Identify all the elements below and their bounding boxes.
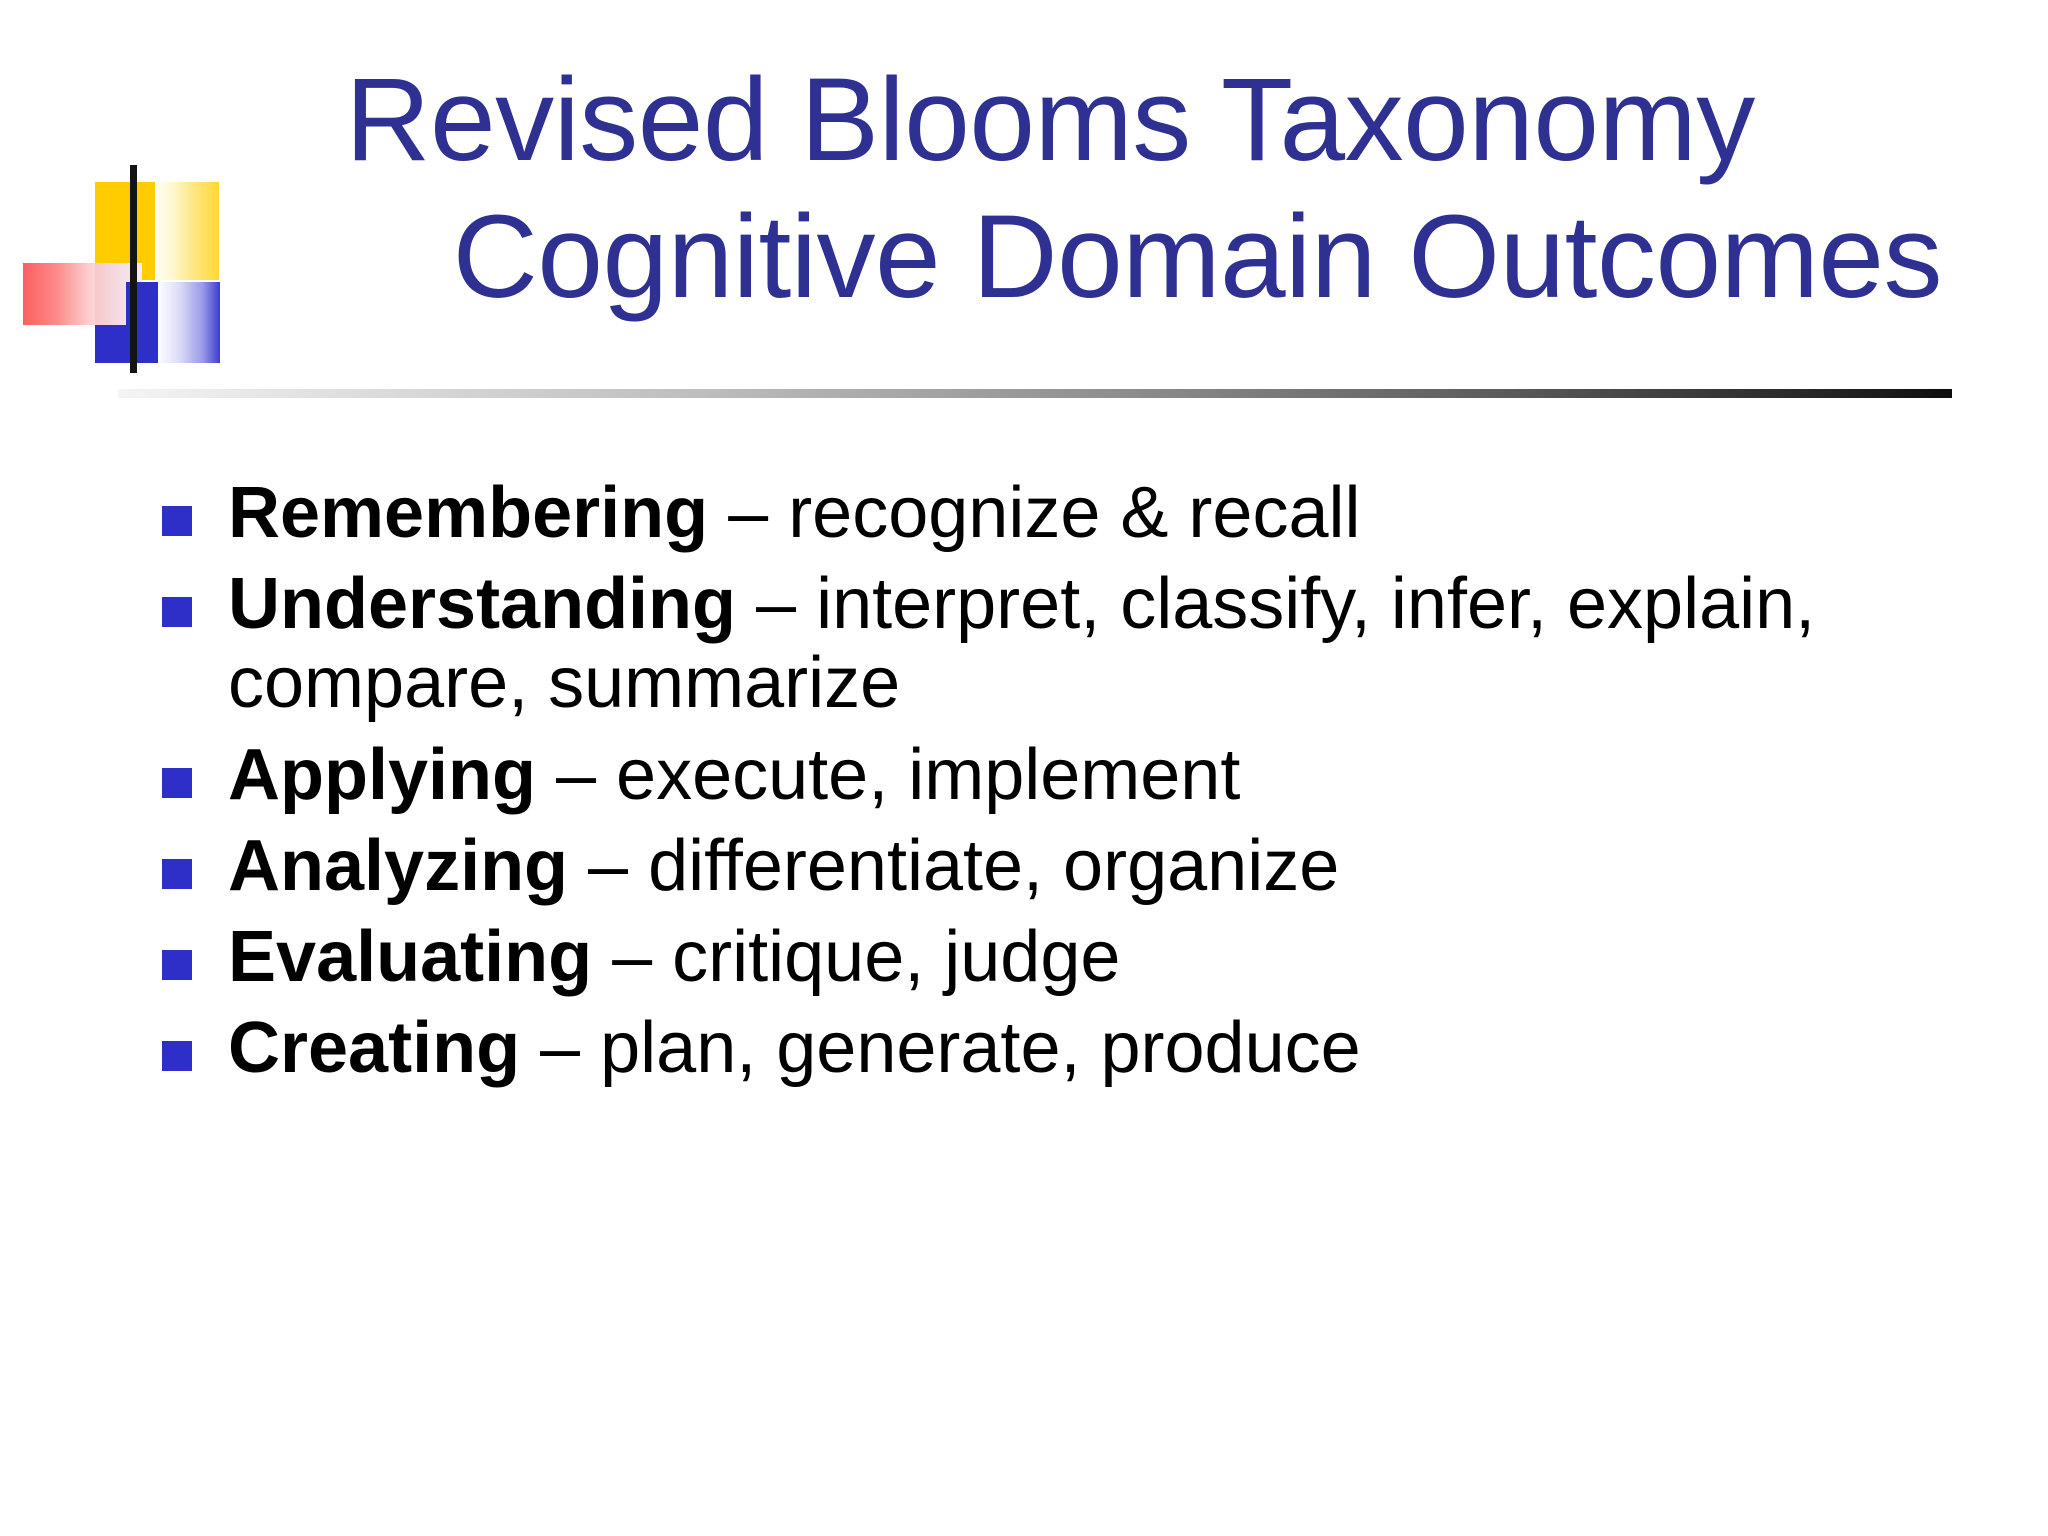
list-item-dash: – <box>520 1008 601 1089</box>
list-item-dash: – <box>535 734 617 815</box>
blue-square-lower-left-icon <box>95 325 126 363</box>
title-divider <box>118 389 1952 398</box>
bullet-list: Remembering – recognize & recall Underst… <box>150 473 2010 1100</box>
bullet-square-icon <box>162 1041 192 1072</box>
page-title: Revised Blooms Taxonomy Cognitive Domain… <box>150 52 1950 326</box>
bullet-square-icon <box>162 767 192 798</box>
list-item: Evaluating – critique, judge <box>150 916 2010 997</box>
list-item: Creating – plan, generate, produce <box>150 1009 2010 1088</box>
bullet-square-icon <box>162 597 192 628</box>
vertical-black-line-icon <box>130 165 137 373</box>
list-item-description: recognize & recall <box>788 473 1361 553</box>
list-item: Remembering – recognize & recall <box>150 473 2010 553</box>
list-item-description: plan, generate, produce <box>600 1008 1361 1089</box>
list-item-dash: – <box>592 916 673 997</box>
title-line-2: Cognitive Domain Outcomes <box>452 190 1943 323</box>
list-item-dash: – <box>708 473 789 553</box>
list-item: Analyzing – differentiate, organize <box>150 825 2010 906</box>
decorative-logo-motif <box>0 150 260 373</box>
blue-gradient-square-upper-icon <box>158 282 220 325</box>
list-item-term: Remembering <box>228 473 709 553</box>
list-item-description: differentiate, organize <box>648 825 1340 906</box>
list-item-dash: – <box>568 825 649 906</box>
list-item-description: execute, implement <box>616 734 1241 815</box>
list-item-description: interpret, classify, infer, explain, com… <box>228 564 1816 724</box>
list-item: Applying – execute, implement <box>150 734 2010 815</box>
list-item-term: Understanding <box>228 564 737 645</box>
list-item-term: Analyzing <box>228 825 569 906</box>
list-item-term: Applying <box>228 734 536 815</box>
blue-gradient-square-lower-icon <box>158 325 220 363</box>
bullet-square-icon <box>162 506 192 536</box>
yellow-gradient-square-icon <box>157 182 219 280</box>
bullet-square-icon <box>162 949 192 980</box>
bullet-square-icon <box>162 858 192 889</box>
list-item-term: Creating <box>228 1008 521 1089</box>
list-item-term: Evaluating <box>228 916 593 997</box>
list-item: Understanding – interpret, classify, inf… <box>150 565 2010 723</box>
list-item-description: critique, judge <box>672 916 1121 997</box>
list-item-dash: – <box>736 564 817 645</box>
title-line-1: Revised Blooms Taxonomy <box>345 54 1755 186</box>
